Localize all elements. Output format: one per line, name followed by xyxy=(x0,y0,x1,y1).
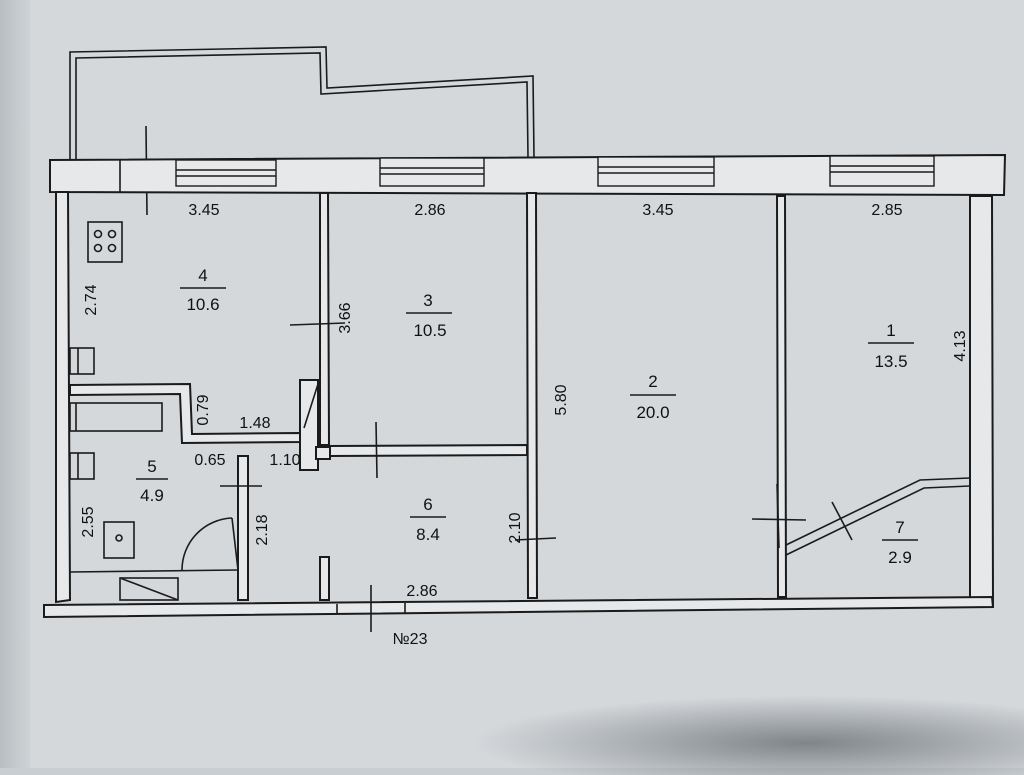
page-edge xyxy=(0,0,30,768)
dim-room2-lower: 2.10 xyxy=(507,512,524,543)
washer-mark xyxy=(119,577,179,601)
bathroom-sink xyxy=(69,452,95,480)
svg-text:10.6: 10.6 xyxy=(186,295,219,314)
dim-tick xyxy=(289,322,346,326)
dim-tick xyxy=(514,537,557,541)
svg-text:4: 4 xyxy=(198,266,207,285)
svg-text:2.9: 2.9 xyxy=(888,548,912,567)
bathtub xyxy=(69,402,163,432)
svg-text:13.5: 13.5 xyxy=(874,352,907,371)
left-exterior-wall xyxy=(55,191,72,604)
dim-hall-079: 0.79 xyxy=(195,394,212,425)
window-room2 xyxy=(597,156,715,187)
svg-text:7: 7 xyxy=(895,518,904,537)
room-5-label: 5 4.9 xyxy=(136,457,168,505)
wall-room5-room6 xyxy=(237,455,249,601)
wall-room4-room3 xyxy=(319,192,331,446)
dim-hall-110: 1.10 xyxy=(269,452,300,469)
dim-room4-height: 2.74 xyxy=(83,284,100,315)
balcony-inner-line xyxy=(75,52,529,160)
door-tick xyxy=(831,501,853,541)
toilet xyxy=(103,521,135,559)
window-room4 xyxy=(175,159,277,187)
room-2-label: 2 20.0 xyxy=(630,372,676,422)
kitchen-sink xyxy=(69,347,95,375)
svg-text:5: 5 xyxy=(147,457,156,476)
svg-text:2: 2 xyxy=(648,372,657,391)
washer xyxy=(119,577,179,601)
svg-text:4.9: 4.9 xyxy=(140,486,164,505)
window-room3 xyxy=(379,157,485,187)
bottom-wall xyxy=(43,595,995,619)
svg-text:8.4: 8.4 xyxy=(416,525,440,544)
dim-bottom-width: 2.86 xyxy=(406,583,437,600)
dim-room1-height: 4.13 xyxy=(952,330,969,361)
dim-top-room1: 2.85 xyxy=(871,202,902,219)
wall-room3-room2 xyxy=(525,192,539,599)
apartment-number: №23 xyxy=(393,631,428,648)
window-room1 xyxy=(829,155,935,187)
door-tick xyxy=(375,421,378,479)
stove-icon xyxy=(87,221,123,263)
door-tick xyxy=(751,518,807,521)
dim-top-room2: 3.45 xyxy=(642,202,673,219)
svg-text:6: 6 xyxy=(423,495,432,514)
wall-stub-bottom xyxy=(319,556,330,601)
svg-text:3: 3 xyxy=(423,291,432,310)
toilet-bowl xyxy=(115,534,123,542)
svg-text:10.5: 10.5 xyxy=(413,321,446,340)
dim-hall-148: 1.48 xyxy=(239,415,270,432)
shadow xyxy=(470,695,1024,775)
wall-room7-inner xyxy=(785,485,971,556)
dim-room5-height: 2.55 xyxy=(80,506,97,537)
room-4-label: 4 10.6 xyxy=(180,266,226,314)
dim-hall-065: 0.65 xyxy=(194,452,225,469)
bathroom-door xyxy=(231,517,239,571)
balcony-outline xyxy=(69,46,535,160)
svg-text:1: 1 xyxy=(886,321,895,340)
room-3-label: 3 10.5 xyxy=(406,291,452,340)
dim-top-room4: 3.45 xyxy=(188,202,219,219)
room-6-label: 6 8.4 xyxy=(410,495,446,544)
right-exterior-wall xyxy=(969,195,995,607)
wall-hall-stub xyxy=(299,379,319,471)
bathroom-door-swing xyxy=(181,517,233,571)
dim-room2-height: 5.80 xyxy=(553,384,570,415)
wall-room2-room1 xyxy=(775,195,788,598)
dim-room3-height: 3.66 xyxy=(337,302,354,333)
door-tick xyxy=(776,483,780,549)
dim-top-room3: 2.86 xyxy=(414,202,445,219)
room-7-label: 7 2.9 xyxy=(882,518,918,567)
fixture-line xyxy=(69,569,239,573)
wall-room7 xyxy=(785,477,971,546)
dim-room6-height: 2.18 xyxy=(254,514,271,545)
room-1-label: 1 13.5 xyxy=(868,321,914,371)
door-swing xyxy=(303,383,319,429)
wall-room3-room6 xyxy=(328,443,528,458)
wall-stub xyxy=(315,446,331,460)
svg-text:20.0: 20.0 xyxy=(636,403,669,422)
